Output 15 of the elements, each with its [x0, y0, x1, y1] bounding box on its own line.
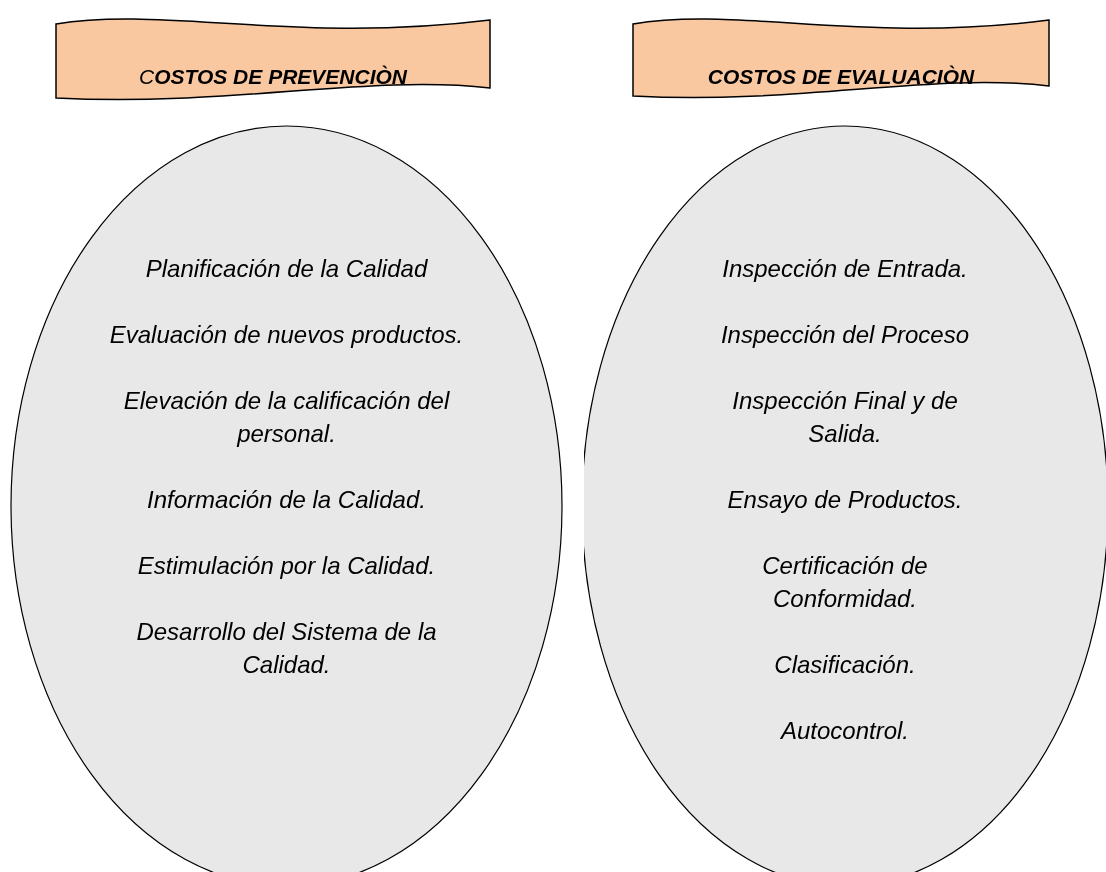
list-item: Clasificación.	[773, 650, 917, 680]
list-item: Información de la Calidad.	[146, 485, 427, 515]
list-item: Certificación de Conformidad.	[761, 551, 929, 614]
list-item: Inspección de Entrada.	[721, 254, 969, 284]
list-item: Evaluación de nuevos productos.	[109, 320, 464, 350]
list-item: Desarrollo del Sistema de la Calidad.	[135, 617, 438, 680]
list-item: Inspección Final y de Salida.	[731, 386, 959, 449]
list-item: Inspección del Proceso	[719, 320, 971, 350]
list-item: Ensayo de Productos.	[726, 485, 964, 515]
banner-title: COSTOS DE PREVENCIÒN	[139, 64, 407, 90]
banner-title: COSTOS DE EVALUACIÒN	[707, 64, 975, 90]
list-item: Elevación de la calificación del personal.	[122, 386, 451, 449]
list-item: Estimulación por la Calidad.	[136, 551, 437, 581]
list-item: Planificación de la Calidad	[144, 254, 429, 284]
list-item: Autocontrol.	[779, 716, 911, 746]
